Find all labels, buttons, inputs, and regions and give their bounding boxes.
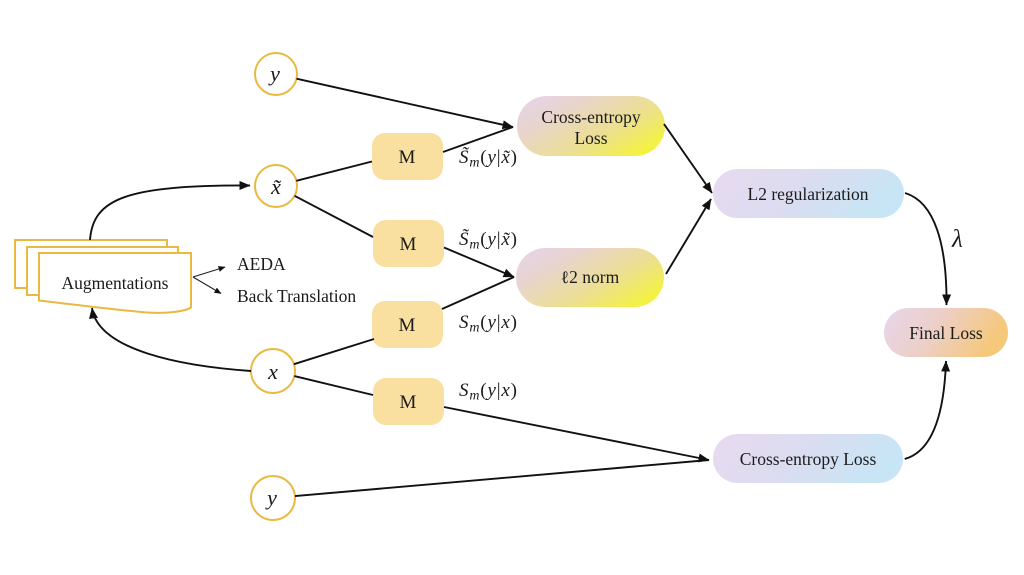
svg-text:Back Translation: Back Translation xyxy=(237,286,356,306)
svg-text:S̃m(y|x̃): S̃m(y|x̃) xyxy=(459,229,517,253)
svg-text:Augmentations: Augmentations xyxy=(62,273,169,293)
svg-text:M: M xyxy=(399,147,416,168)
svg-text:Sm(y|x): Sm(y|x) xyxy=(459,312,517,336)
svg-text:y: y xyxy=(268,61,280,86)
svg-text:Sm(y|x): Sm(y|x) xyxy=(459,380,517,404)
svg-text:λ: λ xyxy=(951,226,963,253)
svg-text:ℓ2 norm: ℓ2 norm xyxy=(561,267,620,287)
svg-text:x̃: x̃ xyxy=(270,174,281,199)
svg-text:S̃m(y|x̃): S̃m(y|x̃) xyxy=(459,147,517,171)
svg-text:M: M xyxy=(399,315,416,336)
svg-text:M: M xyxy=(400,234,417,255)
svg-text:AEDA: AEDA xyxy=(237,254,286,274)
svg-text:Final Loss: Final Loss xyxy=(909,323,983,343)
svg-text:Cross-entropy: Cross-entropy xyxy=(541,107,640,127)
svg-text:L2 regularization: L2 regularization xyxy=(748,184,869,204)
svg-text:Loss: Loss xyxy=(574,128,607,148)
svg-text:x: x xyxy=(267,359,278,384)
svg-text:y: y xyxy=(265,485,277,510)
svg-text:M: M xyxy=(400,392,417,413)
svg-text:Cross-entropy Loss: Cross-entropy Loss xyxy=(740,449,877,469)
